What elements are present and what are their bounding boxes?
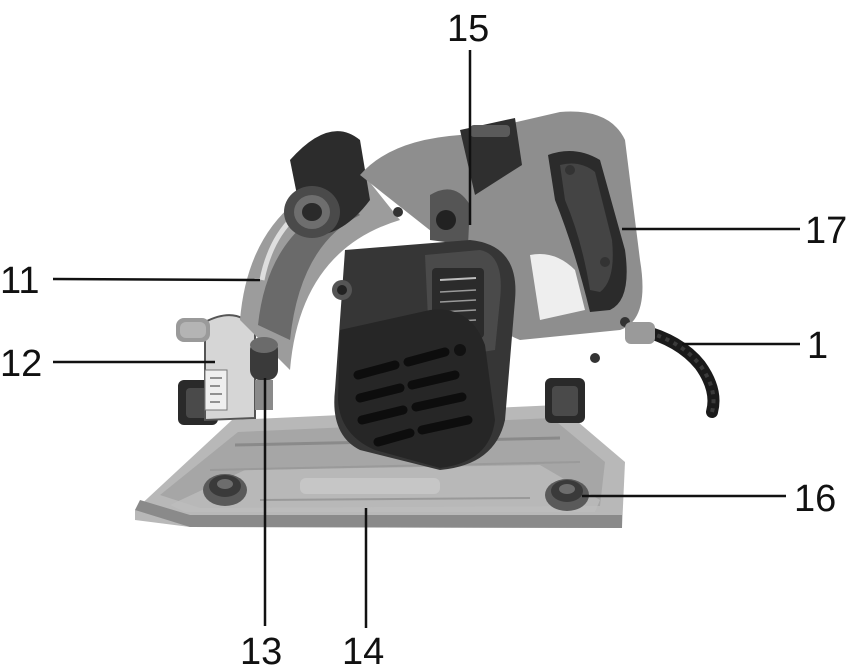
callout-15: 15 <box>447 8 489 50</box>
callout-16: 16 <box>794 478 836 520</box>
motor-vents <box>353 347 473 447</box>
circular-saw-illustration <box>135 111 720 528</box>
motor-housing <box>334 240 516 470</box>
leader-line-11 <box>52 277 261 282</box>
callout-labels: 1 11 12 13 14 15 16 17 <box>0 8 847 671</box>
callout-11: 11 <box>0 260 39 302</box>
dust-port <box>284 131 370 238</box>
base-knob-right <box>545 479 589 511</box>
bevel-scale <box>176 314 256 422</box>
callout-1: 1 <box>807 325 828 367</box>
callout-12: 12 <box>0 343 42 385</box>
callout-14: 14 <box>342 631 384 671</box>
callout-13: 13 <box>240 631 282 671</box>
power-cord <box>625 322 720 418</box>
callout-17: 17 <box>805 210 847 252</box>
guide-knob <box>250 337 278 410</box>
handle-screws <box>393 165 630 363</box>
leader-lines <box>52 50 800 628</box>
base-knob-left <box>203 474 247 506</box>
bevel-bracket-right <box>545 378 585 423</box>
